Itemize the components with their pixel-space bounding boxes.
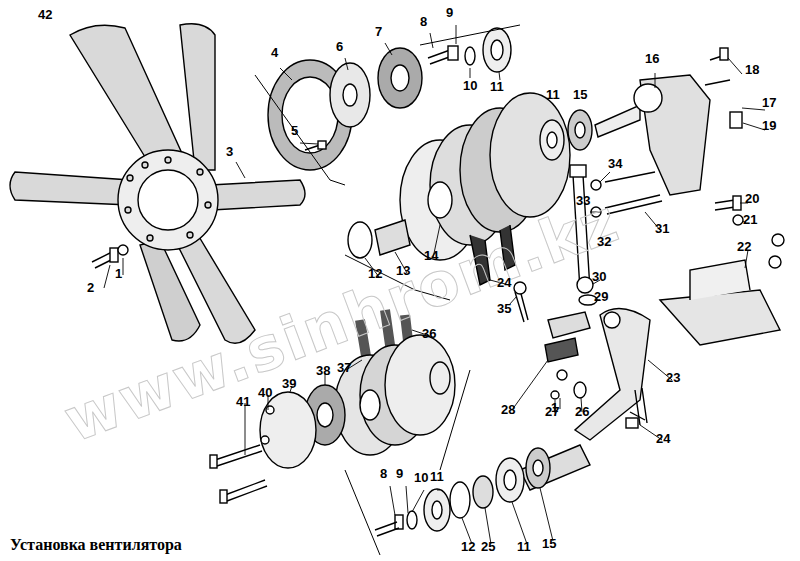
callout-number: 20 (745, 192, 759, 205)
callout-number: 16 (645, 52, 659, 65)
callout-number: 6 (336, 40, 343, 53)
callout-number: 14 (424, 249, 438, 262)
callout-number: 8 (420, 15, 427, 28)
callout-number: 31 (655, 222, 669, 235)
callout-number: 9 (396, 467, 403, 480)
callout-number: 30 (592, 270, 606, 283)
callout-number: 21 (743, 213, 757, 226)
callout-number: 23 (666, 371, 680, 384)
callout-number: 29 (594, 290, 608, 303)
callout-number: 13 (396, 264, 410, 277)
callout-number: 11 (430, 470, 444, 483)
callout-number: 41 (236, 395, 250, 408)
callout-number: 34 (608, 157, 622, 170)
callout-number: 25 (481, 540, 495, 553)
callout-number: 5 (291, 124, 298, 137)
callout-number: 35 (497, 302, 511, 315)
callout-number: 38 (316, 364, 330, 377)
callout-number: 8 (380, 467, 387, 480)
callout-number: 3 (226, 145, 233, 158)
callout-number: 2 (87, 281, 94, 294)
callout-number: 39 (282, 377, 296, 390)
callout-number: 33 (576, 194, 590, 207)
callout-number: 40 (258, 386, 272, 399)
callout-number: 24 (497, 276, 511, 289)
callout-number: 28 (501, 403, 515, 416)
callout-number: 22 (737, 240, 751, 253)
callout-number: 36 (422, 327, 436, 340)
callout-number: 42 (38, 8, 52, 21)
callout-number: 4 (271, 46, 278, 59)
fan (10, 24, 305, 344)
callout-number: 9 (446, 6, 453, 19)
callout-number: 12 (368, 267, 382, 280)
callout-number: 17 (762, 96, 776, 109)
callout-number: 11 (490, 80, 504, 93)
callout-number: 1 (115, 267, 122, 280)
callout-number: 27 (545, 405, 559, 418)
callout-number: 37 (337, 361, 351, 374)
callout-number: 32 (597, 235, 611, 248)
callout-number: 10 (414, 471, 428, 484)
callout-number: 19 (762, 119, 776, 132)
callout-number: 15 (542, 537, 556, 550)
title: Установка вентилятора (10, 536, 182, 554)
callout-number: 18 (745, 63, 759, 76)
callout-number: 12 (461, 540, 475, 553)
callout-number: 15 (573, 88, 587, 101)
callout-number: 24 (656, 432, 670, 445)
callout-number: 10 (463, 79, 477, 92)
callout-number: 26 (575, 405, 589, 418)
callout-number: 7 (375, 25, 382, 38)
callout-number: 11 (546, 88, 560, 101)
callout-number: 11 (517, 540, 531, 553)
